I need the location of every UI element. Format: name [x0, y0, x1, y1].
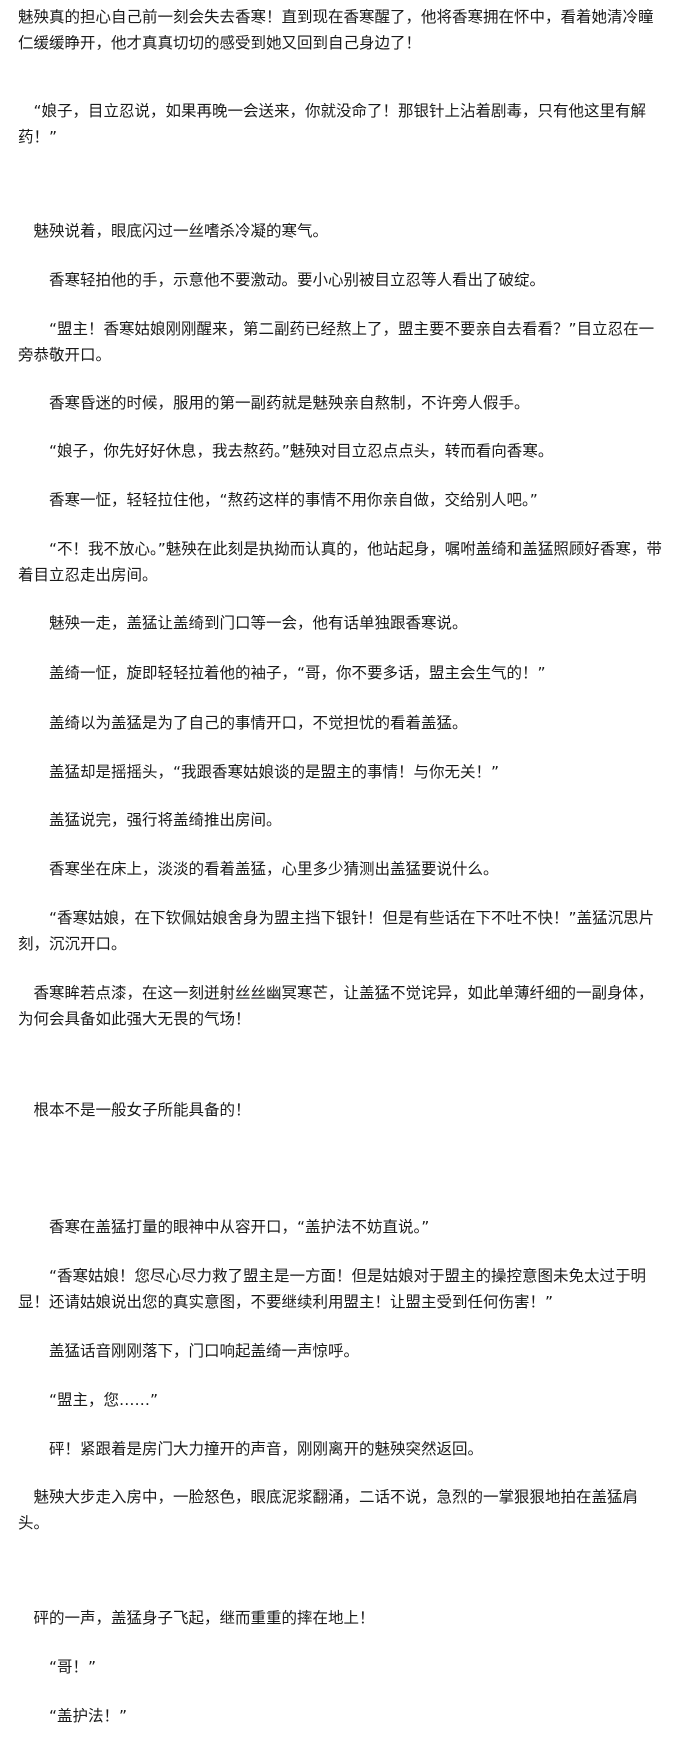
paragraph-11: 盖绮一怔，旋即轻轻拉着他的袖子，“哥，你不要多话，盟主会生气的！”: [18, 664, 546, 682]
paragraph-6: 香寒昏迷的时候，服用的第一副药就是魅殃亲自熬制，不许旁人假手。: [18, 394, 530, 412]
paragraph-12: 盖绮以为盖猛是为了自己的事情开口，不觉担忧的看着盖猛。: [18, 714, 468, 732]
paragraph-20: “香寒姑娘！您尽心尽力救了盟主是一方面！但是姑娘对于盟主的操控意图未免太过于明显…: [18, 1267, 647, 1311]
paragraph-26: “哥！”: [18, 1658, 97, 1676]
paragraph-27: “盖护法！”: [18, 1707, 128, 1725]
paragraph-23: 砰！紧跟着是房门大力撞开的声音，刚刚离开的魅殃突然返回。: [18, 1440, 484, 1458]
paragraph-5: “盟主！香寒姑娘刚刚醒来，第二副药已经熬上了，盟主要不要亲自去看看？”目立忍在一…: [18, 320, 655, 364]
paragraph-17: 香寒眸若点漆，在这一刻迸射丝丝幽冥寒芒，让盖猛不觉诧异，如此单薄纤细的一副身体，…: [18, 984, 654, 1028]
paragraph-22: “盟主，您……”: [18, 1391, 159, 1409]
paragraph-14: 盖猛说完，强行将盖绮推出房间。: [18, 811, 282, 829]
paragraph-10: 魅殃一走，盖猛让盖绮到门口等一会，他有话单独跟香寒说。: [18, 614, 468, 632]
paragraph-13: 盖猛却是摇摇头，“我跟香寒姑娘谈的是盟主的事情！与你无关！”: [18, 763, 500, 781]
paragraph-25: 砰的一声，盖猛身子飞起，继而重重的摔在地上！: [18, 1609, 375, 1627]
paragraph-8: 香寒一怔，轻轻拉住他，“熬药这样的事情不用你亲自做，交给别人吧。”: [18, 491, 538, 509]
paragraph-24: 魅殃大步走入房中，一脸怒色，眼底泥浆翻涌，二话不说，急烈的一掌狠狠地拍在盖猛肩头…: [18, 1488, 639, 1532]
paragraph-3: 魅殃说着，眼底闪过一丝嗜杀冷凝的寒气。: [18, 222, 329, 240]
paragraph-21: 盖猛话音刚刚落下，门口响起盖绮一声惊呼。: [18, 1342, 360, 1360]
paragraph-15: 香寒坐在床上，淡淡的看着盖猛，心里多少猜测出盖猛要说什么。: [18, 860, 499, 878]
paragraph-4: 香寒轻拍他的手，示意他不要激动。要小心别被目立忍等人看出了破绽。: [18, 271, 546, 289]
paragraph-19: 香寒在盖猛打量的眼神中从容开口，“盖护法不妨直说。”: [18, 1218, 430, 1236]
paragraph-1: 魅殃真的担心自己前一刻会失去香寒！直到现在香寒醒了，他将香寒拥在怀中，看着她清冷…: [18, 8, 654, 52]
paragraph-9: “不！我不放心。”魅殃在此刻是执拗而认真的，他站起身，嘱咐盖绮和盖猛照顾好香寒，…: [18, 540, 662, 584]
paragraph-16: “香寒姑娘，在下钦佩姑娘舍身为盟主挡下银针！但是有些话在下不吐不快！”盖猛沉思片…: [18, 909, 655, 953]
paragraph-18: 根本不是一般女子所能具备的！: [18, 1101, 251, 1119]
paragraph-2: “娘子，目立忍说，如果再晚一会送来，你就没命了！那银针上沾着剧毒，只有他这里有解…: [18, 102, 647, 146]
paragraph-7: “娘子，你先好好休息，我去熬药。”魅殃对目立忍点点头，转而看向香寒。: [18, 442, 554, 460]
